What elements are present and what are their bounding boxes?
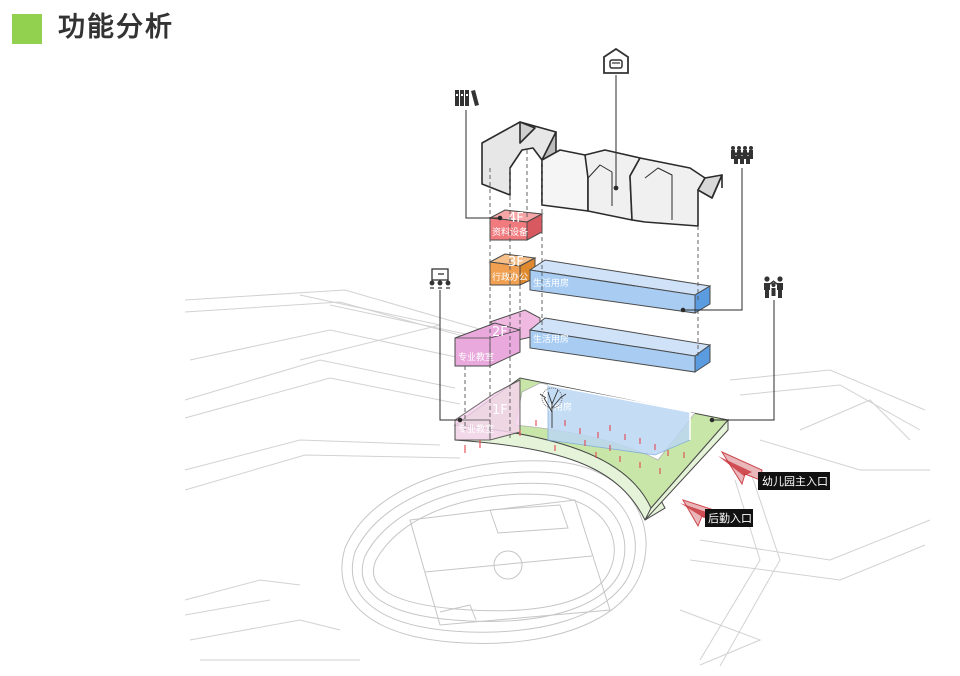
upper-blue-wing: 生活用房: [528, 259, 712, 314]
classroom-icon: [429, 268, 451, 289]
projection-lines: [464, 150, 699, 440]
floor-3f-number: 3F: [508, 255, 524, 270]
page-title: 功能分析: [58, 12, 174, 43]
ground-wing-label: 生活用房: [536, 401, 572, 413]
books-icon: [455, 90, 479, 106]
floor-4f-block: 4F 资料设备: [488, 209, 544, 241]
main-entrance-arrow: [718, 450, 763, 486]
main-entrance-tag: 幼儿园主入口: [758, 472, 830, 490]
leader-lines: [439, 75, 775, 423]
floor-2f-number: 2F: [492, 325, 508, 340]
service-entrance-tag: 后勤入口: [705, 509, 753, 527]
floor-2f-block: 2F 专业教室: [454, 309, 541, 367]
site-context-lines: [184, 289, 931, 667]
people-markers: [464, 420, 685, 474]
title-accent-square: [12, 14, 42, 44]
middle-blue-wing: 生活用房: [528, 317, 712, 373]
family-icon: [764, 276, 783, 298]
crowd-icon: [731, 146, 753, 164]
floor-1f-label: 专业教室: [458, 423, 494, 435]
sports-field: [341, 460, 647, 644]
service-entrance-label: 后勤入口: [708, 512, 752, 525]
header: 功能分析: [0, 0, 960, 60]
home-icon: [603, 47, 629, 74]
middle-wing-label: 生活用房: [533, 333, 569, 345]
floor-3f-block: 3F 行政办公: [488, 253, 537, 286]
roof-volumes: [481, 121, 723, 227]
floor-2f-label: 专业教室: [458, 351, 494, 363]
floor-1f-number: 1F: [492, 403, 508, 418]
main-entrance-label: 幼儿园主入口: [762, 475, 828, 488]
upper-wing-label: 生活用房: [533, 277, 569, 289]
floor-4f-number: 4F: [508, 211, 524, 226]
tree-icon: [539, 387, 567, 428]
